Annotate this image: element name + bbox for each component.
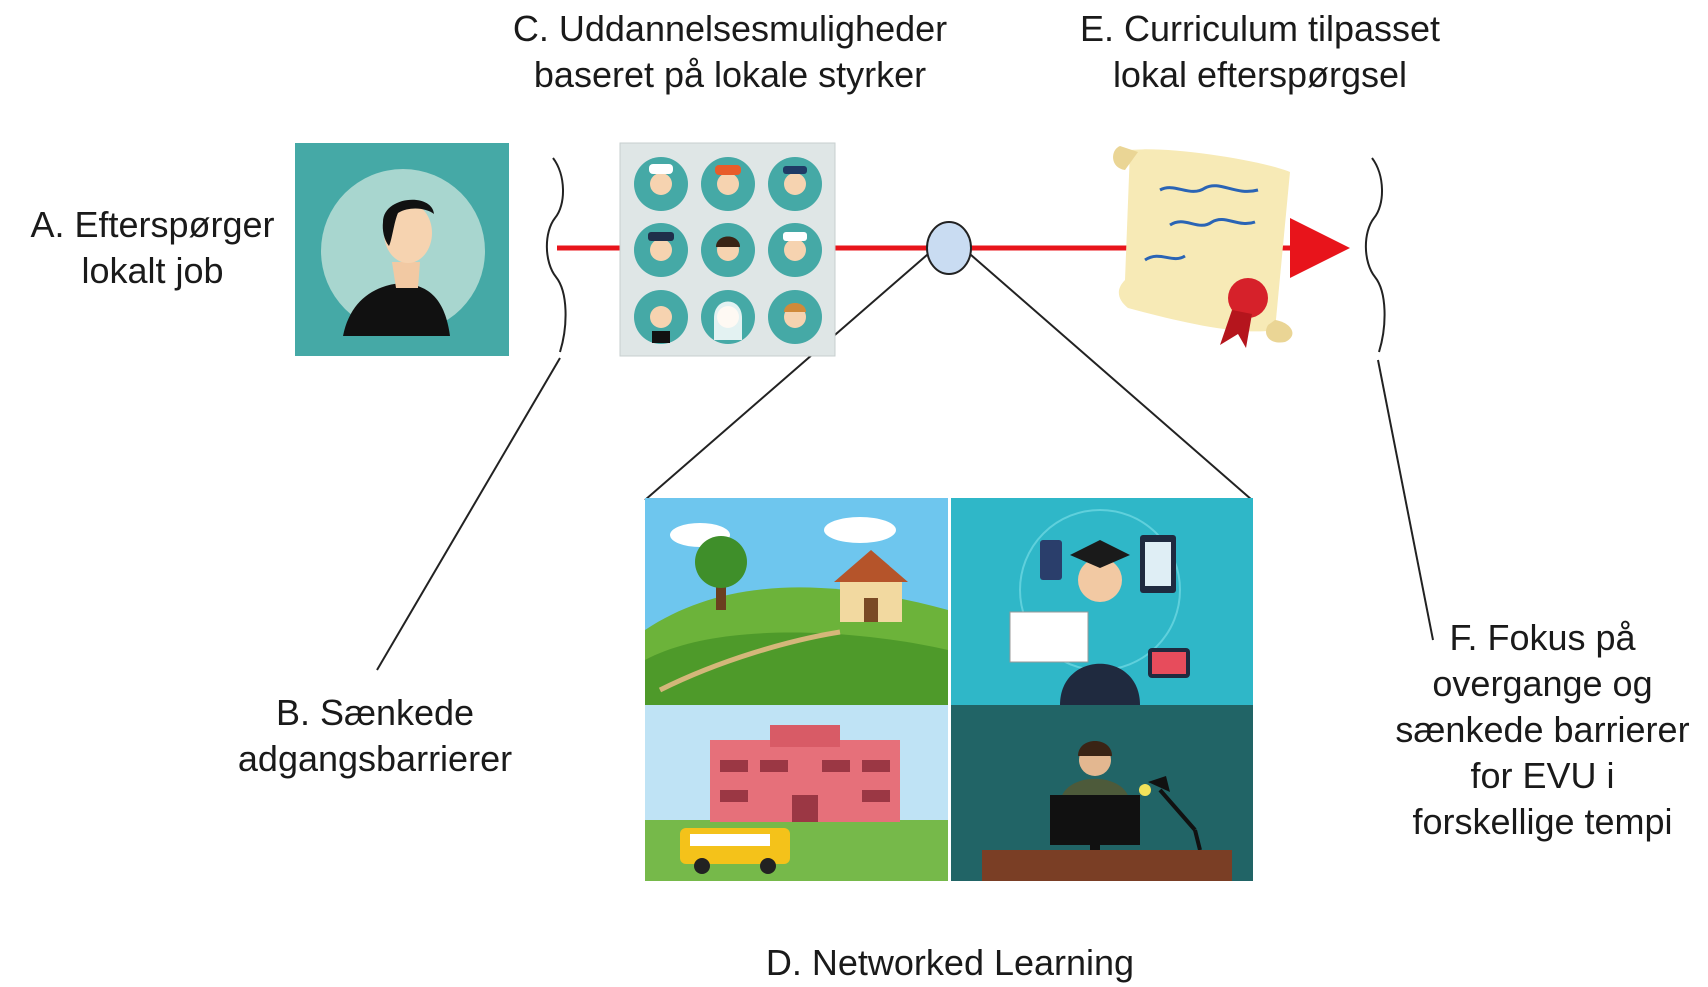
label-b: B. Sænkede adgangsbarrierer	[200, 690, 550, 782]
connector-b	[376, 357, 561, 671]
label-d: D. Networked Learning	[700, 940, 1200, 986]
countryside-house-icon	[645, 498, 948, 705]
label-a-line: A. Efterspørger	[30, 204, 275, 245]
label-f-line: for EVU i	[1470, 755, 1615, 796]
label-a-line: lokalt job	[81, 250, 224, 291]
barrier-brace-b	[545, 157, 567, 353]
label-e-line: E. Curriculum tilpasset	[1079, 8, 1441, 49]
label-f-line: sænkede barrierer	[1395, 709, 1690, 750]
professions-grid-icon	[619, 142, 836, 357]
label-f-line: forskellige tempi	[1412, 801, 1673, 842]
label-c-line: C. Uddannelsesmuligheder	[512, 8, 948, 49]
label-b-line: adgangsbarrierer	[237, 738, 513, 779]
label-f-line: F. Fokus på	[1449, 617, 1636, 658]
zoom-line-left	[644, 247, 936, 501]
label-e-line: lokal efterspørgsel	[1112, 54, 1408, 95]
label-d-line: D. Networked Learning	[765, 942, 1135, 983]
label-f: F. Fokus på overgange og sænkede barrier…	[1380, 615, 1705, 845]
network-node	[926, 221, 972, 275]
person-avatar-icon	[295, 143, 509, 356]
connector-f	[1377, 359, 1434, 641]
label-f-line: overgange og	[1432, 663, 1653, 704]
label-e: E. Curriculum tilpasset lokal efterspørg…	[1040, 6, 1480, 98]
zoom-line-right	[962, 247, 1253, 501]
online-teacher-icon	[951, 705, 1253, 881]
barrier-brace-f	[1364, 157, 1386, 353]
school-bus-icon	[645, 705, 948, 881]
graduate-technology-icon	[951, 498, 1253, 705]
label-a: A. Efterspørger lokalt job	[15, 202, 290, 294]
label-c-line: baseret på lokale styrker	[533, 54, 927, 95]
diploma-scroll-icon	[1113, 146, 1293, 348]
label-c: C. Uddannelsesmuligheder baseret på loka…	[470, 6, 990, 98]
label-b-line: B. Sænkede	[275, 692, 475, 733]
